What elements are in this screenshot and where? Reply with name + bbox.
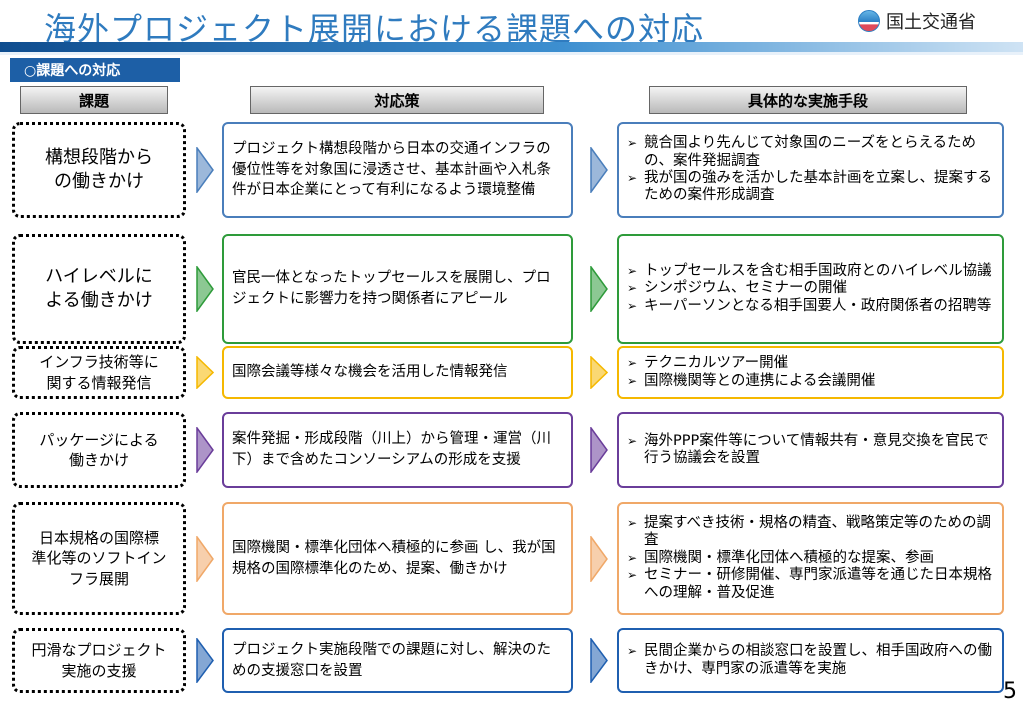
page-number: 5 xyxy=(1003,679,1017,704)
measure-box: 官民一体となったトップセールスを展開し、プロジェクトに影響力を持つ関係者にアピー… xyxy=(222,234,573,344)
means-item: テクニカルツアー開催 xyxy=(627,355,996,372)
measure-text: 官民一体となったトップセールスを展開し、プロジェクトに影響力を持つ関係者にアピー… xyxy=(232,270,551,307)
measure-box: プロジェクト実施段階での課題に対し、解決のための支援窓口を設置 xyxy=(222,628,573,693)
header-band-light xyxy=(0,52,1023,55)
chevron-right-icon xyxy=(196,535,214,582)
means-item: 国際機関・標準化団体へ積極的な提案、参画 xyxy=(627,550,996,567)
column-header-issue: 課題 xyxy=(20,86,168,114)
chevron-right-icon xyxy=(196,266,214,312)
measure-text: プロジェクト構想段階から日本の交通インフラの優位性等を対象国に浸透させ、基本計画… xyxy=(232,141,551,199)
chevron-right-icon xyxy=(590,427,608,473)
column-header-measure: 対応策 xyxy=(250,86,544,114)
chevron-right-icon xyxy=(590,638,608,683)
chevron-right-icon xyxy=(590,535,608,582)
section-tag: ○課題への対応 xyxy=(10,58,180,82)
measure-box: プロジェクト構想段階から日本の交通インフラの優位性等を対象国に浸透させ、基本計画… xyxy=(222,122,573,218)
page-title: 海外プロジェクト展開における課題への対応 xyxy=(44,10,705,48)
measure-box: 国際機関・標準化団体へ積極的に参画 し、我が国規格の国際標準化のため、提案、働き… xyxy=(222,502,573,615)
measure-text: プロジェクト実施段階での課題に対し、解決のための支援窓口を設置 xyxy=(232,641,551,679)
issue-label: 構想段階から の働きかけ xyxy=(12,122,186,218)
chevron-right-icon xyxy=(196,638,214,683)
means-box: 競合国より先んじて対象国のニーズをとらえるための、案件発掘調査我が国の強みを活か… xyxy=(617,122,1004,218)
column-header-means: 具体的な実施手段 xyxy=(649,86,967,114)
header-band xyxy=(0,42,1023,52)
issue-text: インフラ技術等に 関する情報発信 xyxy=(39,353,159,392)
chevron-right-icon xyxy=(590,147,608,193)
means-box: 提案すべき技術・規格の精査、戦略策定等のための調査国際機関・標準化団体へ積極的な… xyxy=(617,502,1004,615)
chevron-right-icon xyxy=(196,427,214,473)
means-item: セミナー・研修開催、専門家派遣等を通じた日本規格への理解・普及促進 xyxy=(627,567,996,602)
means-item: トップセールスを含む相手国政府とのハイレベル協議 xyxy=(627,263,996,280)
issue-text: パッケージによる 働きかけ xyxy=(39,430,159,469)
means-box: 海外PPP案件等について情報共有・意見交換を官民で行う協議会を設置 xyxy=(617,412,1004,488)
means-box: テクニカルツアー開催国際機関等との連携による会議開催 xyxy=(617,346,1004,399)
issue-text: 日本規格の国際標 準化等のソフトイン フラ展開 xyxy=(31,529,167,588)
ministry-header: 国土交通省 xyxy=(858,8,976,34)
issue-label: ハイレベルに よる働きかけ xyxy=(12,234,186,344)
means-item: 我が国の強みを活かした基本計画を立案し、提案するための案件形成調査 xyxy=(627,170,996,205)
means-item: 提案すべき技術・規格の精査、戦略策定等のための調査 xyxy=(627,515,996,550)
ministry-name: 国土交通省 xyxy=(886,12,976,33)
measure-box: 国際会議等様々な機会を活用した情報発信 xyxy=(222,346,573,399)
issue-label: 日本規格の国際標 準化等のソフトイン フラ展開 xyxy=(12,502,186,615)
issue-text: 円滑なプロジェクト 実施の支援 xyxy=(31,641,167,680)
issue-text: ハイレベルに よる働きかけ xyxy=(45,265,153,311)
issue-label: インフラ技術等に 関する情報発信 xyxy=(12,346,186,399)
measure-text: 国際会議等様々な機会を活用した情報発信 xyxy=(232,364,508,381)
means-item: 海外PPP案件等について情報共有・意見交換を官民で行う協議会を設置 xyxy=(627,433,996,468)
chevron-right-icon xyxy=(196,356,214,389)
means-item: シンポジウム、セミナーの開催 xyxy=(627,280,996,297)
chevron-right-icon xyxy=(590,356,608,389)
issue-text: 構想段階から の働きかけ xyxy=(45,146,153,192)
means-item: 国際機関等との連携による会議開催 xyxy=(627,373,996,390)
issue-label: パッケージによる 働きかけ xyxy=(12,412,186,488)
issue-label: 円滑なプロジェクト 実施の支援 xyxy=(12,628,186,693)
ministry-logo-icon xyxy=(858,10,880,32)
chevron-right-icon xyxy=(196,147,214,193)
means-item: 民間企業からの相談窓口を設置し、相手国政府への働きかけ、専門家の派遣等を実施 xyxy=(627,643,996,678)
chevron-right-icon xyxy=(590,266,608,312)
means-box: 民間企業からの相談窓口を設置し、相手国政府への働きかけ、専門家の派遣等を実施 xyxy=(617,628,1004,693)
measure-box: 案件発掘・形成段階（川上）から管理・運営（川下）まで含めたコンソーシアムの形成を… xyxy=(222,412,573,488)
means-item: 競合国より先んじて対象国のニーズをとらえるための、案件発掘調査 xyxy=(627,135,996,170)
means-box: トップセールスを含む相手国政府とのハイレベル協議シンポジウム、セミナーの開催キー… xyxy=(617,234,1004,344)
measure-text: 案件発掘・形成段階（川上）から管理・運営（川下）まで含めたコンソーシアムの形成を… xyxy=(232,431,551,468)
means-item: キーパーソンとなる相手国要人・政府関係者の招聘等 xyxy=(627,298,996,315)
measure-text: 国際機関・標準化団体へ積極的に参画 し、我が国規格の国際標準化のため、提案、働き… xyxy=(232,539,556,577)
